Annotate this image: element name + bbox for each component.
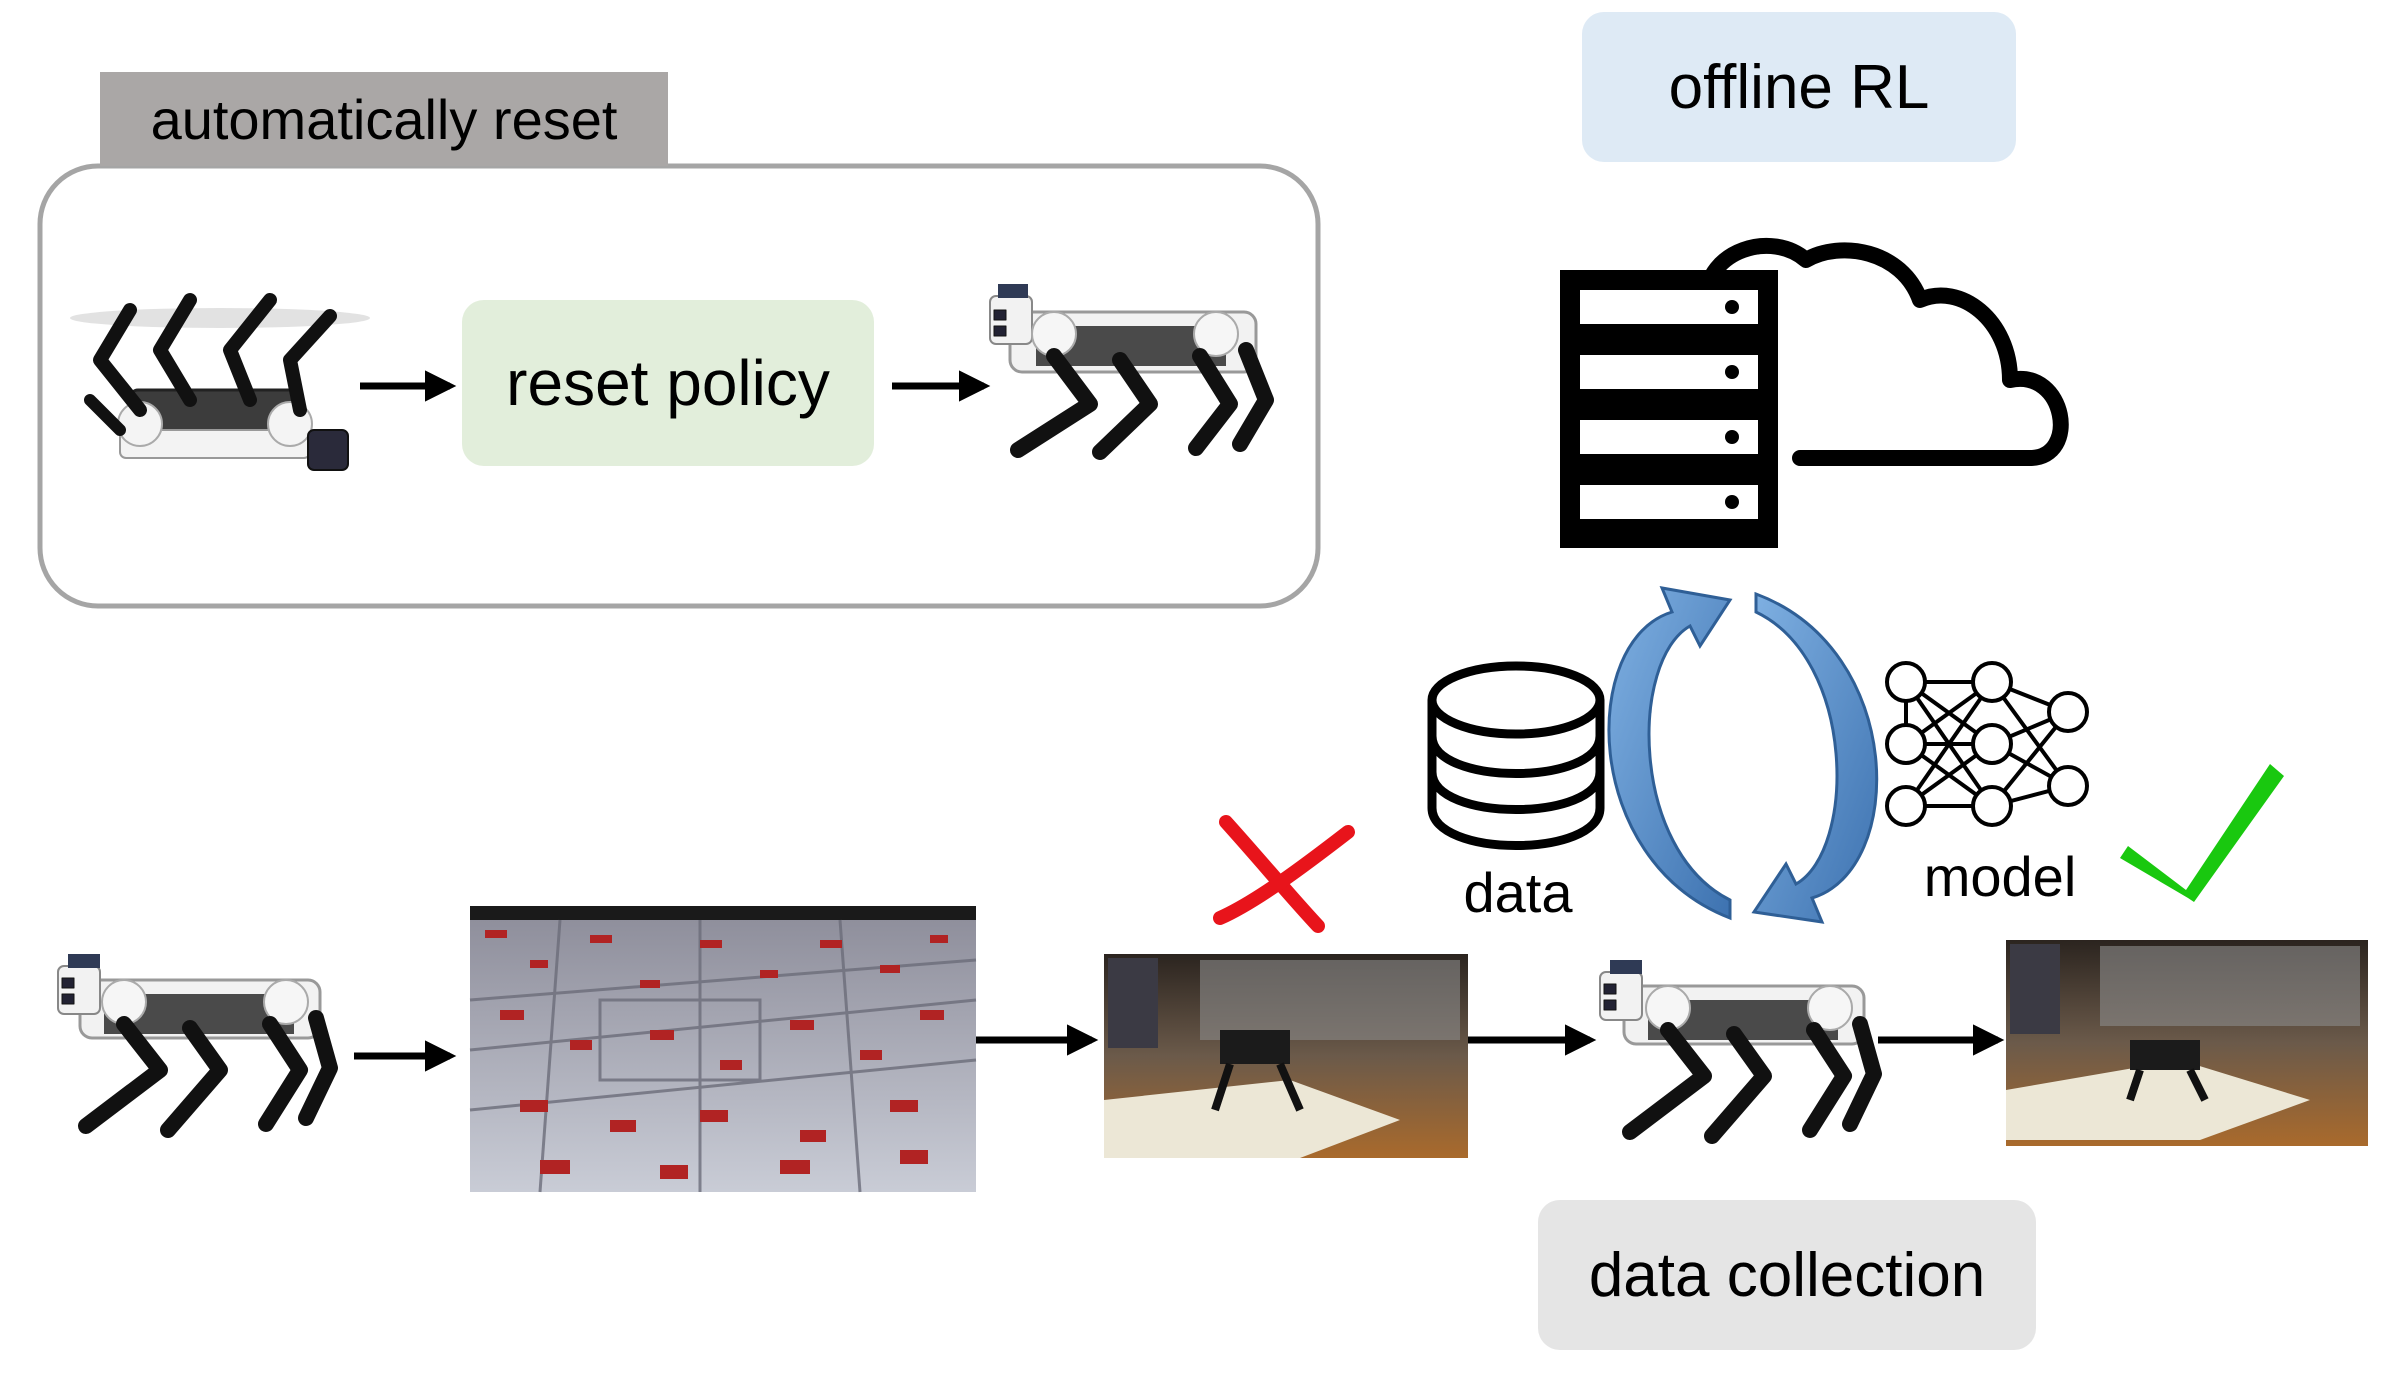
reset-policy-box	[462, 300, 874, 466]
flow-arrows	[354, 370, 2005, 1072]
neural-network-icon	[1885, 661, 2089, 827]
robot-dog-start-icon	[57, 954, 338, 1138]
robot-dog-flipped-icon	[70, 293, 370, 471]
cycle-arrows	[1607, 586, 1879, 924]
real-robot-photo-success	[2006, 940, 2368, 1146]
robot-dog-collect-icon	[1599, 960, 1882, 1144]
real-robot-photo-fail	[1104, 954, 1468, 1158]
cross-mark-icon	[1213, 815, 1355, 933]
model-label: model	[1923, 844, 2077, 908]
reset-policy-label: reset policy	[506, 347, 830, 419]
offline-rl-box	[1582, 12, 2016, 162]
data-label: data	[1463, 860, 1573, 924]
offline-rl-label: offline RL	[1668, 52, 1930, 122]
auto-reset-tab	[100, 72, 668, 166]
cycle-arrow-up	[1607, 586, 1733, 921]
robot-dog-standing-icon	[989, 284, 1274, 460]
auto-reset-panel	[37, 163, 1321, 609]
auto-reset-label: automatically reset	[150, 87, 618, 151]
simulation-image	[469, 906, 977, 1193]
server-cloud-icon	[1560, 237, 2069, 548]
check-mark-icon	[2120, 764, 2284, 902]
data-collection-label: data collection	[1588, 1240, 1986, 1310]
database-icon	[1427, 661, 1605, 850]
cycle-arrow-down	[1751, 591, 1879, 924]
data-collection-box	[1538, 1200, 2036, 1350]
